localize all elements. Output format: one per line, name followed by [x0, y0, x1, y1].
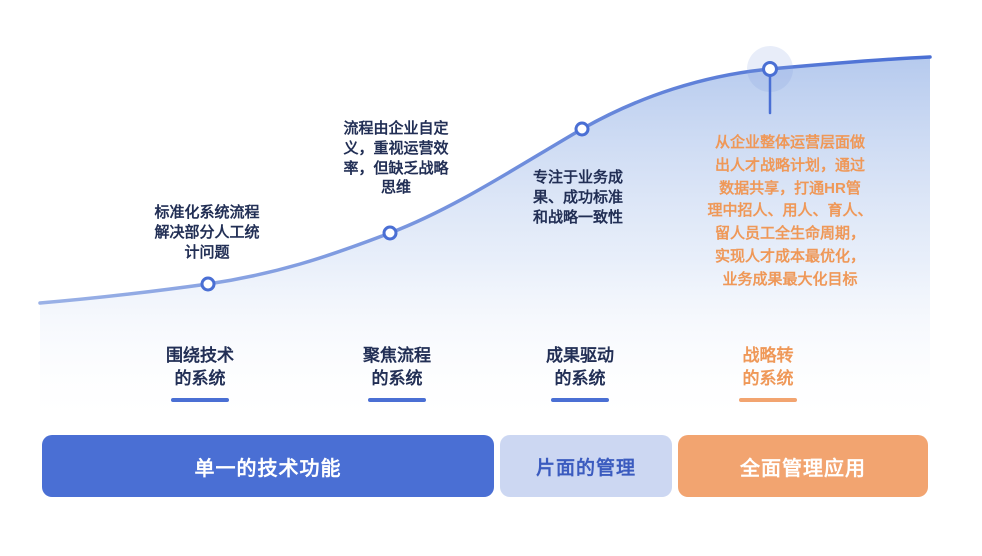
annotation-stage-3: 专注于业务成 果、成功标准 和战略一致性: [532, 169, 624, 226]
curve-dot-2: [382, 225, 398, 241]
annotation-stage-2: 流程由企业自定 义，重视运营效 率，但缺乏战略 思维: [343, 120, 449, 197]
bottom-phase-bars: 单一的技术功能 片面的管理 全面管理应用: [42, 435, 928, 497]
phase-bar-single-tech-function: 单一的技术功能: [42, 435, 494, 497]
stage-label-1: 围绕技术 的系统: [166, 345, 234, 402]
annotation-stage-4: 从企业整体运营层面做 出人才战略计划，通过 数据共享，打通HR管 理中招人、用人…: [707, 134, 873, 288]
curve-dot-4: [762, 61, 778, 77]
curve-dot-1: [200, 276, 216, 292]
stage-label-4: 战略转 的系统: [739, 345, 797, 402]
phase-bar-full-management-application: 全面管理应用: [678, 435, 928, 497]
curve-area-fill: [40, 57, 930, 428]
stage-label-3-text: 成果驱动 的系统: [546, 346, 614, 388]
stage-label-3: 成果驱动 的系统: [546, 345, 614, 402]
phase-bar-partial-management: 片面的管理: [500, 435, 672, 497]
phase-bar-2-label: 片面的管理: [535, 457, 636, 479]
stage-underline-4: [739, 397, 797, 402]
stage-underline-1: [171, 397, 229, 402]
stage-label-4-text: 战略转 的系统: [742, 346, 794, 388]
phase-bar-3-label: 全面管理应用: [740, 457, 866, 480]
phase-bar-1-label: 单一的技术功能: [194, 457, 342, 480]
stage-label-1-text: 围绕技术 的系统: [166, 346, 234, 388]
stage-underline-3: [551, 397, 609, 402]
stage-label-2: 聚焦流程 的系统: [363, 345, 431, 402]
stage-underline-2: [368, 397, 426, 402]
curve-dot-3: [574, 121, 590, 137]
annotation-stage-1: 标准化系统流程 解决部分人工统 计问题: [154, 204, 260, 261]
stage-label-2-text: 聚焦流程 的系统: [363, 346, 431, 388]
